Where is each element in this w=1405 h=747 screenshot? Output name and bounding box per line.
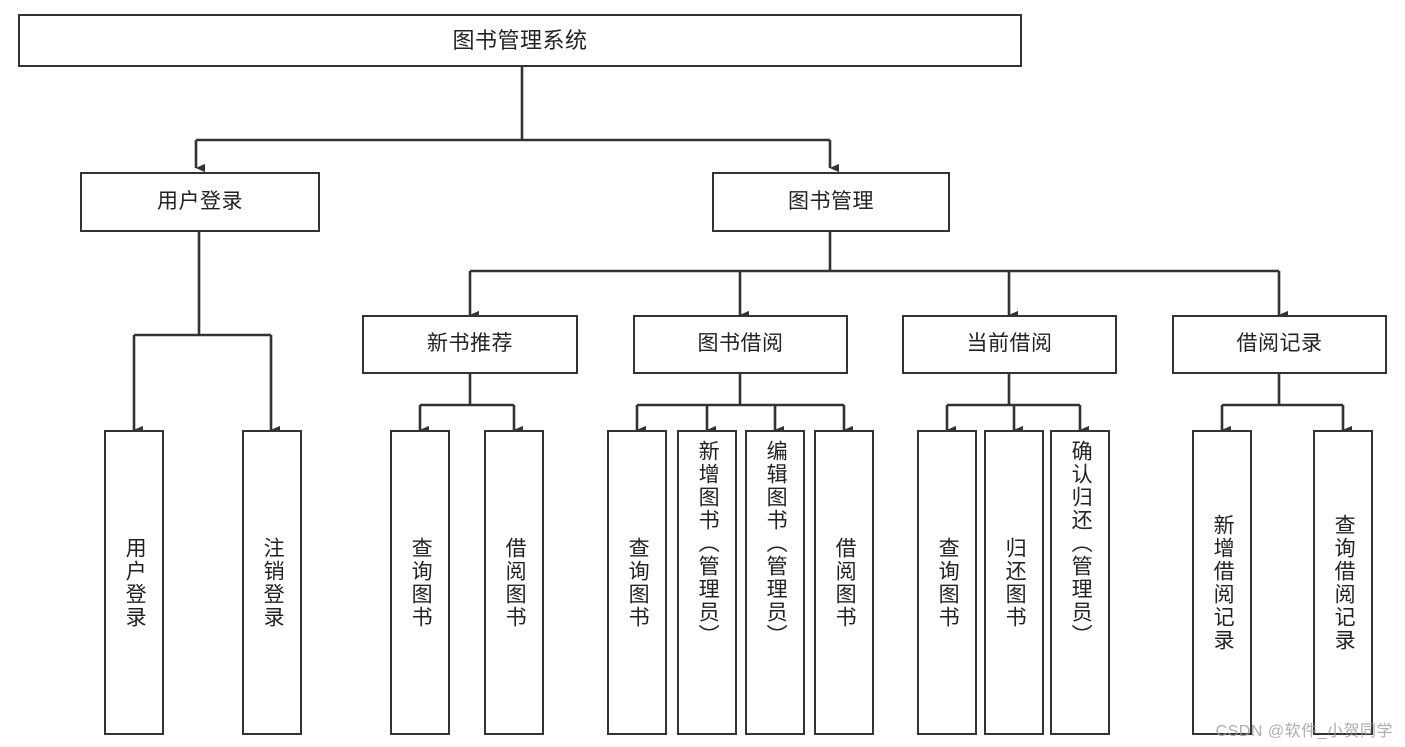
leaf-current-borrow-confirm-return-label: 确认归还（管理员） xyxy=(1069,440,1093,647)
leaf-user-login-logout[interactable]: 注销登录 xyxy=(242,430,302,735)
node-borrow-record[interactable]: 借阅记录 xyxy=(1172,315,1387,374)
leaf-user-login-login[interactable]: 用户登录 xyxy=(104,430,164,735)
node-current-borrow[interactable]: 当前借阅 xyxy=(902,315,1117,374)
leaf-user-login-login-label: 用户登录 xyxy=(123,536,147,629)
node-book-management-label: 图书管理 xyxy=(788,189,874,213)
node-root-book-management-system[interactable]: 图书管理系统 xyxy=(18,14,1022,67)
leaf-borrow-record-query-record[interactable]: 查询借阅记录 xyxy=(1313,430,1373,735)
node-user-login[interactable]: 用户登录 xyxy=(80,172,320,232)
leaf-book-borrow-query-book[interactable]: 查询图书 xyxy=(607,430,667,735)
node-book-borrow-label: 图书借阅 xyxy=(697,332,784,356)
leaf-book-borrow-query-book-label: 查询图书 xyxy=(626,536,650,629)
leaf-new-book-query-book-label: 查询图书 xyxy=(409,536,433,629)
leaf-new-book-borrow-book[interactable]: 借阅图书 xyxy=(484,430,544,735)
node-book-management[interactable]: 图书管理 xyxy=(712,172,950,232)
leaf-current-borrow-return-book-label: 归还图书 xyxy=(1003,536,1027,629)
leaf-book-borrow-add-book-label: 新增图书（管理员） xyxy=(696,440,720,647)
node-root-label: 图书管理系统 xyxy=(452,27,588,53)
leaf-user-login-logout-label: 注销登录 xyxy=(261,536,285,629)
node-new-book-recommend-label: 新书推荐 xyxy=(427,332,513,356)
leaf-book-borrow-lend-book[interactable]: 借阅图书 xyxy=(814,430,874,735)
node-borrow-record-label: 借阅记录 xyxy=(1236,332,1323,356)
leaf-borrow-record-add-record-label: 新增借阅记录 xyxy=(1211,513,1235,652)
leaf-book-borrow-lend-book-label: 借阅图书 xyxy=(833,536,857,629)
leaf-current-borrow-query-book[interactable]: 查询图书 xyxy=(917,430,977,735)
node-new-book-recommend[interactable]: 新书推荐 xyxy=(362,315,578,374)
leaf-current-borrow-confirm-return[interactable]: 确认归还（管理员） xyxy=(1050,430,1110,735)
csdn-watermark: CSDN @软件_小贺同学 xyxy=(1215,723,1393,740)
leaf-book-borrow-edit-book-label: 编辑图书（管理员） xyxy=(764,440,788,647)
node-user-login-label: 用户登录 xyxy=(157,189,243,213)
leaf-current-borrow-return-book[interactable]: 归还图书 xyxy=(984,430,1044,735)
node-book-borrow[interactable]: 图书借阅 xyxy=(633,315,848,374)
leaf-book-borrow-add-book[interactable]: 新增图书（管理员） xyxy=(677,430,737,735)
leaf-current-borrow-query-book-label: 查询图书 xyxy=(936,536,960,629)
leaf-new-book-borrow-book-label: 借阅图书 xyxy=(503,536,527,629)
leaf-book-borrow-edit-book[interactable]: 编辑图书（管理员） xyxy=(745,430,805,735)
leaf-new-book-query-book[interactable]: 查询图书 xyxy=(390,430,450,735)
leaf-borrow-record-add-record[interactable]: 新增借阅记录 xyxy=(1192,430,1252,735)
leaf-borrow-record-query-record-label: 查询借阅记录 xyxy=(1332,513,1356,652)
node-current-borrow-label: 当前借阅 xyxy=(966,332,1053,356)
